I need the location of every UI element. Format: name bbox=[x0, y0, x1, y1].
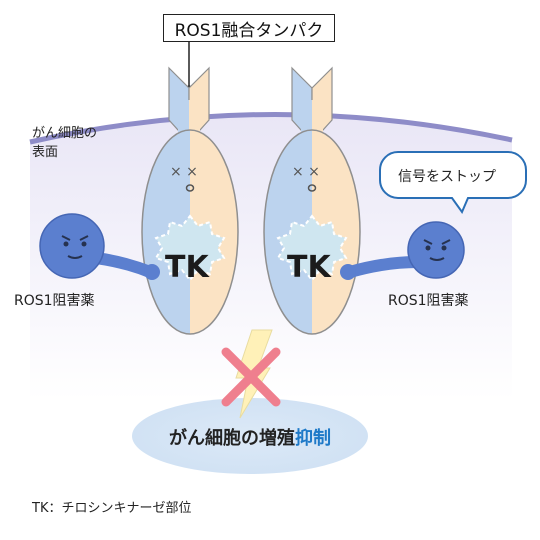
title-box: ROS1融合タンパク bbox=[163, 14, 335, 42]
tk-domain-right bbox=[276, 214, 348, 282]
cell-membrane-line bbox=[29, 112, 513, 145]
cell-surface-label-line2: 表面 bbox=[32, 145, 59, 160]
footnote: TK：チロシンキナーゼ部位 bbox=[32, 501, 192, 516]
ros1-fusion-protein-left: × × bbox=[141, 66, 239, 335]
result-main: がん細胞の増殖 bbox=[169, 428, 295, 449]
result-ellipse bbox=[132, 398, 368, 474]
title-text: ROS1融合タンパク bbox=[174, 20, 324, 41]
blocked-cross bbox=[221, 347, 281, 407]
svg-text:× ×: × × bbox=[170, 164, 198, 180]
ros1-inhibitor-character-right bbox=[340, 221, 465, 280]
tk-label-left: TK bbox=[165, 250, 209, 285]
tk-label-right: TK bbox=[287, 250, 331, 285]
result-highlight: 抑制 bbox=[295, 428, 331, 449]
drug-label-left: ROS1阻害薬 bbox=[14, 293, 95, 309]
ros1-fusion-protein-right: × × bbox=[263, 66, 361, 335]
cell-surface-label-line1: がん細胞の bbox=[32, 126, 98, 141]
svg-text:× ×: × × bbox=[292, 164, 320, 180]
drug-label-right: ROS1阻害薬 bbox=[388, 293, 469, 309]
result-text: がん細胞の増殖抑制 bbox=[130, 424, 370, 450]
speech-bubble bbox=[379, 151, 527, 215]
speech-text: 信号をストップ bbox=[398, 169, 496, 185]
ros1-inhibitor-character-left bbox=[39, 213, 160, 280]
cell-surface-label: がん細胞の 表面 bbox=[32, 124, 97, 162]
tk-domain-left bbox=[154, 214, 226, 282]
